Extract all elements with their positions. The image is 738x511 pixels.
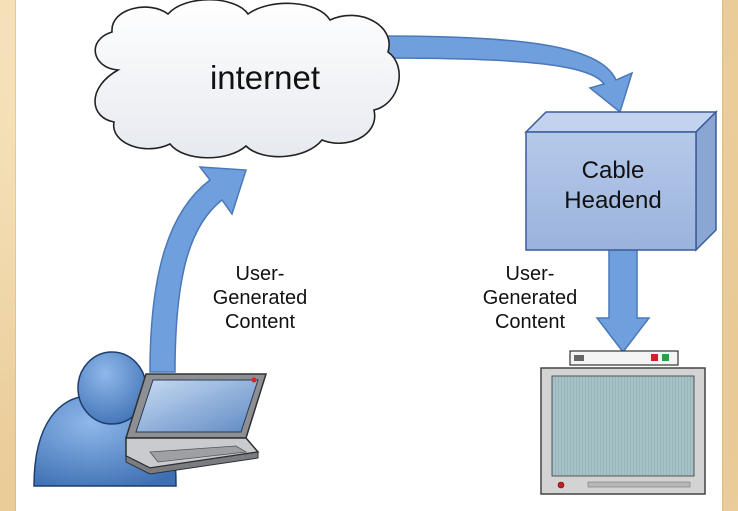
arrow-user-to-internet <box>149 166 248 373</box>
cable-headend-label-line2: Headend <box>564 187 662 214</box>
laptop-icon <box>124 373 268 475</box>
cable-headend-box <box>524 110 718 252</box>
internet-label: internet <box>209 59 321 96</box>
ugc-left-line3: Content <box>224 311 296 333</box>
arrow-headend-to-tv <box>595 246 651 354</box>
cable-headend-label: Cable Headend <box>528 156 698 216</box>
ugc-left-line2: Generated <box>212 287 308 309</box>
ugc-right-line1: User- <box>505 263 555 285</box>
user-generated-content-label-right: User- Generated Content <box>470 262 590 334</box>
ugc-left-line1: User- <box>235 263 285 285</box>
cable-headend-label-line1: Cable <box>581 157 645 184</box>
internet-cloud <box>94 0 400 159</box>
ugc-right-line2: Generated <box>482 287 578 309</box>
arrow-internet-to-headend <box>379 35 634 114</box>
user-generated-content-label-left: User- Generated Content <box>200 262 320 334</box>
set-top-box-icon <box>569 350 679 366</box>
ugc-right-line3: Content <box>494 311 566 333</box>
television-icon <box>540 367 706 495</box>
